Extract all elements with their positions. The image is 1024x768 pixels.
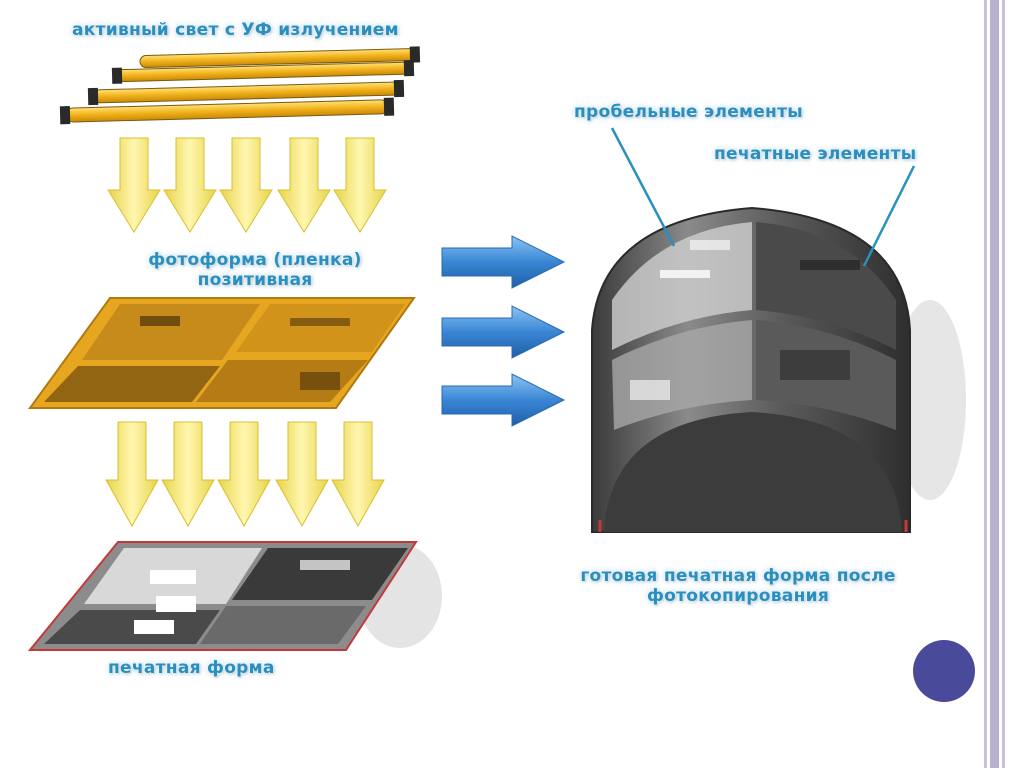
printing-plate (27, 541, 418, 651)
photoform-label-line1: фотоформа (пленка) (148, 250, 362, 270)
result-label: готовая печатная форма после фотокопиров… (548, 566, 928, 606)
result-label-line1: готовая печатная форма после (580, 566, 896, 586)
photoform-label-line2: позитивная (197, 270, 313, 290)
printing-elements-label: печатные элементы (714, 144, 917, 164)
photoform-film (28, 297, 416, 409)
result-label-line2: фотокопирования (646, 586, 830, 606)
accent-dot (913, 640, 975, 702)
pointer-line-blank (610, 127, 676, 247)
uv-lamp-icon (59, 46, 421, 125)
blue-right-arrow-icon (441, 235, 566, 427)
yellow-down-arrow-icon (107, 137, 387, 233)
slide-border-decoration (984, 0, 1024, 768)
uv-light-label: активный свет с УФ излучением (72, 20, 399, 40)
printing-form-label: печатная форма (108, 658, 275, 678)
photoform-label: фотоформа (пленка) позитивная (120, 250, 390, 290)
yellow-down-arrow-icon (105, 421, 385, 528)
pointer-line-printing (862, 165, 916, 267)
printing-drum (591, 206, 911, 533)
blank-elements-label: пробельные элементы (574, 102, 803, 122)
decorative-circle (894, 300, 966, 500)
